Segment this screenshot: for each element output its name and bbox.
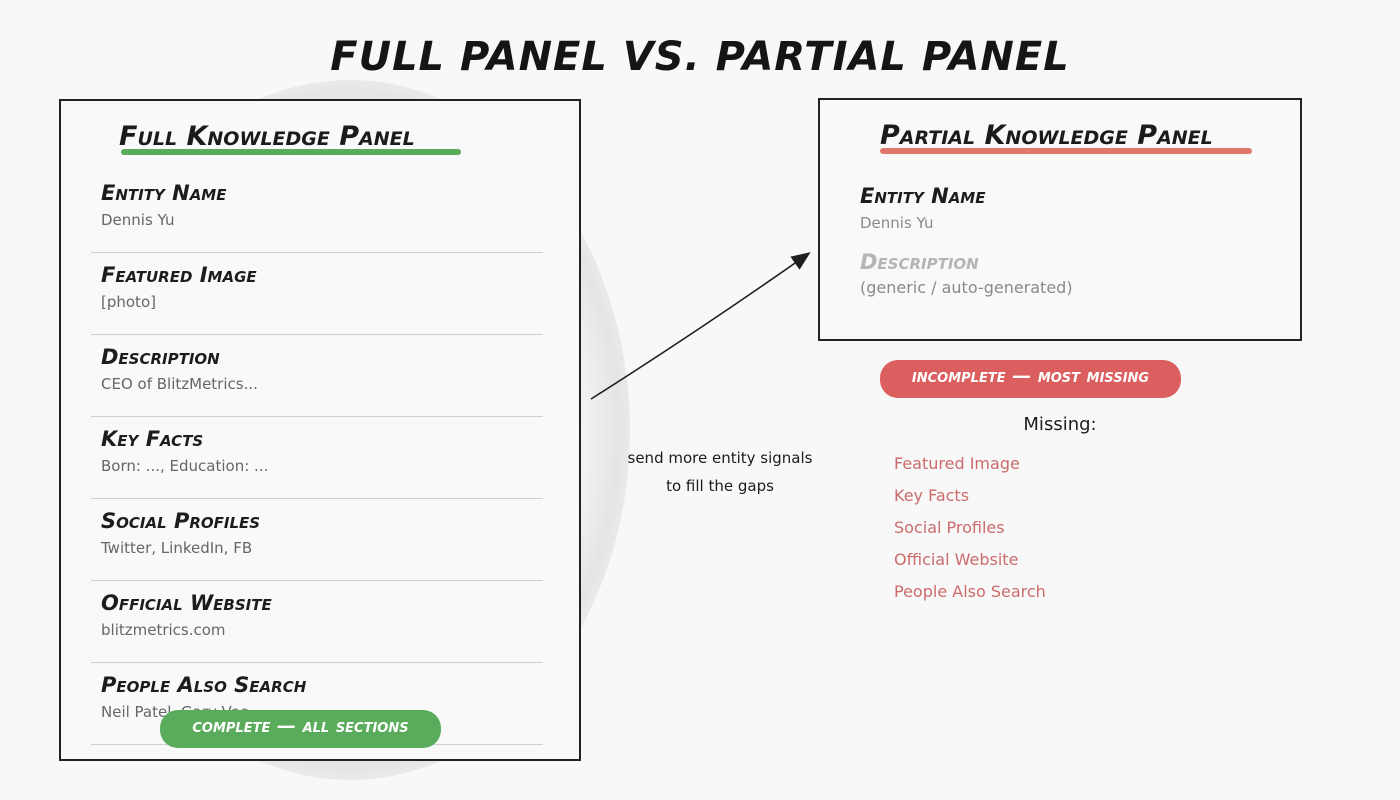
section-value: [photo] (101, 293, 156, 311)
missing-item: Social Profiles (894, 518, 1005, 537)
section-label: Social Profiles (101, 509, 261, 533)
incomplete-status-badge: incomplete — most missing (880, 360, 1181, 398)
section-entity-name: Entity Name Dennis Yu (91, 171, 543, 253)
section-value: Born: ..., Education: ... (101, 457, 269, 475)
missing-title: Missing: (1023, 414, 1097, 435)
arrow-note: send more entity signals to fill the gap… (610, 444, 830, 500)
complete-status-badge: complete — all sections (160, 710, 441, 748)
missing-item: People Also Search (894, 582, 1046, 601)
section-label: Official Website (101, 591, 272, 615)
section-social-profiles: Social Profiles Twitter, LinkedIn, FB (91, 499, 543, 581)
partial-description-label: Description (860, 250, 979, 274)
section-people-also-search: People Also Search Neil Patel, Gary Vee (91, 663, 543, 745)
section-label: Description (101, 345, 220, 369)
section-featured-image: Featured Image [photo] (91, 253, 543, 335)
partial-panel-underline (880, 148, 1252, 154)
section-description: Description CEO of BlitzMetrics... (91, 335, 543, 417)
missing-item: Key Facts (894, 486, 970, 505)
section-value: Dennis Yu (101, 211, 175, 229)
section-label: Featured Image (101, 263, 257, 287)
missing-item: Official Website (894, 550, 1019, 569)
full-panel-heading: Full Knowledge Panel (119, 121, 415, 152)
section-value: Twitter, LinkedIn, FB (101, 539, 253, 557)
section-key-facts: Key Facts Born: ..., Education: ... (91, 417, 543, 499)
partial-description-value: (generic / auto-generated) (860, 278, 1073, 297)
arrow-note-line1: send more entity signals (627, 449, 813, 467)
section-value: CEO of BlitzMetrics... (101, 375, 258, 393)
partial-entity-value: Dennis Yu (860, 214, 934, 232)
missing-item: Featured Image (894, 454, 1020, 473)
partial-entity-label: Entity Name (860, 184, 986, 208)
arrow-note-line2: to fill the gaps (666, 477, 774, 495)
full-panel-underline (121, 149, 461, 155)
section-official-website: Official Website blitzmetrics.com (91, 581, 543, 663)
partial-knowledge-panel: Partial Knowledge Panel Entity Name Denn… (818, 98, 1302, 341)
section-label: People Also Search (101, 673, 307, 697)
section-label: Key Facts (101, 427, 204, 451)
diagram-title: Full Panel vs. Partial Panel (330, 34, 1070, 80)
section-value: blitzmetrics.com (101, 621, 226, 639)
section-label: Entity Name (101, 181, 227, 205)
partial-panel-heading: Partial Knowledge Panel (880, 120, 1213, 151)
full-knowledge-panel: Full Knowledge Panel Entity Name Dennis … (59, 99, 581, 761)
